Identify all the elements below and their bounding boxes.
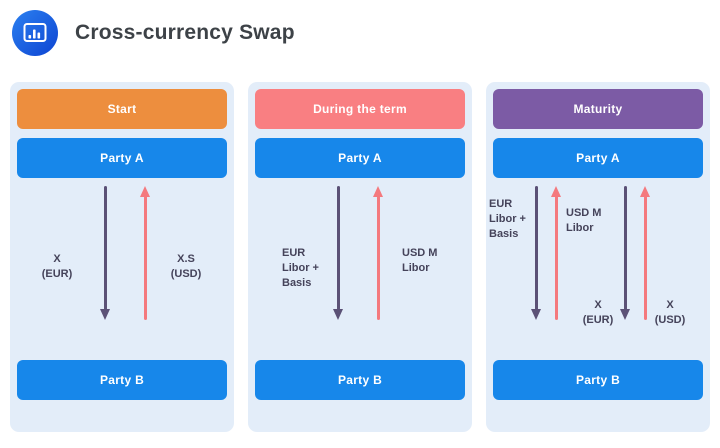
arrow-up-icon — [140, 186, 150, 320]
party-b-node: Party B — [493, 360, 703, 400]
arrow-down-icon — [333, 186, 343, 320]
flow-label-eur-libor-basis: EUR Libor + Basis — [489, 198, 526, 240]
party-a-node: Party A — [255, 138, 465, 178]
flow-label-usd-m-libor: USD M Libor — [566, 207, 602, 234]
arrow-up-icon — [551, 186, 561, 320]
flow-label-xs-usd: X.S (USD) — [170, 253, 202, 280]
arrow-up-icon — [640, 186, 650, 320]
panel-maturity: Maturity Party A EUR Libor + Basis USD M… — [486, 82, 710, 432]
bar-chart-icon — [12, 10, 58, 56]
party-a-node: Party A — [493, 138, 703, 178]
flow-label-x-usd: X (USD) — [654, 299, 686, 326]
panel-during-the-term: During the term Party A EUR Libor + Basi… — [248, 82, 472, 432]
flow-label-x-eur: X (EUR) — [582, 299, 614, 326]
phase-label-start: Start — [17, 89, 227, 129]
party-b-node: Party B — [17, 360, 227, 400]
arrow-up-icon — [373, 186, 383, 320]
arrow-down-icon — [531, 186, 541, 320]
phase-label-during-the-term: During the term — [255, 89, 465, 129]
flow-label-x-eur: X (EUR) — [41, 253, 73, 280]
phase-label-maturity: Maturity — [493, 89, 703, 129]
app-header: Cross-currency Swap — [12, 10, 295, 56]
party-b-node: Party B — [255, 360, 465, 400]
arrow-down-icon — [620, 186, 630, 320]
arrow-down-icon — [100, 186, 110, 320]
panel-start: Start Party A X (EUR) X.S (USD) Party B — [10, 82, 234, 432]
flow-label-usd-m-libor: USD M Libor — [402, 247, 438, 274]
page-title: Cross-currency Swap — [75, 21, 295, 44]
party-a-node: Party A — [17, 138, 227, 178]
flow-label-eur-libor-basis: EUR Libor + Basis — [282, 247, 319, 289]
swap-phase-panels: Start Party A X (EUR) X.S (USD) Party B … — [10, 82, 710, 432]
